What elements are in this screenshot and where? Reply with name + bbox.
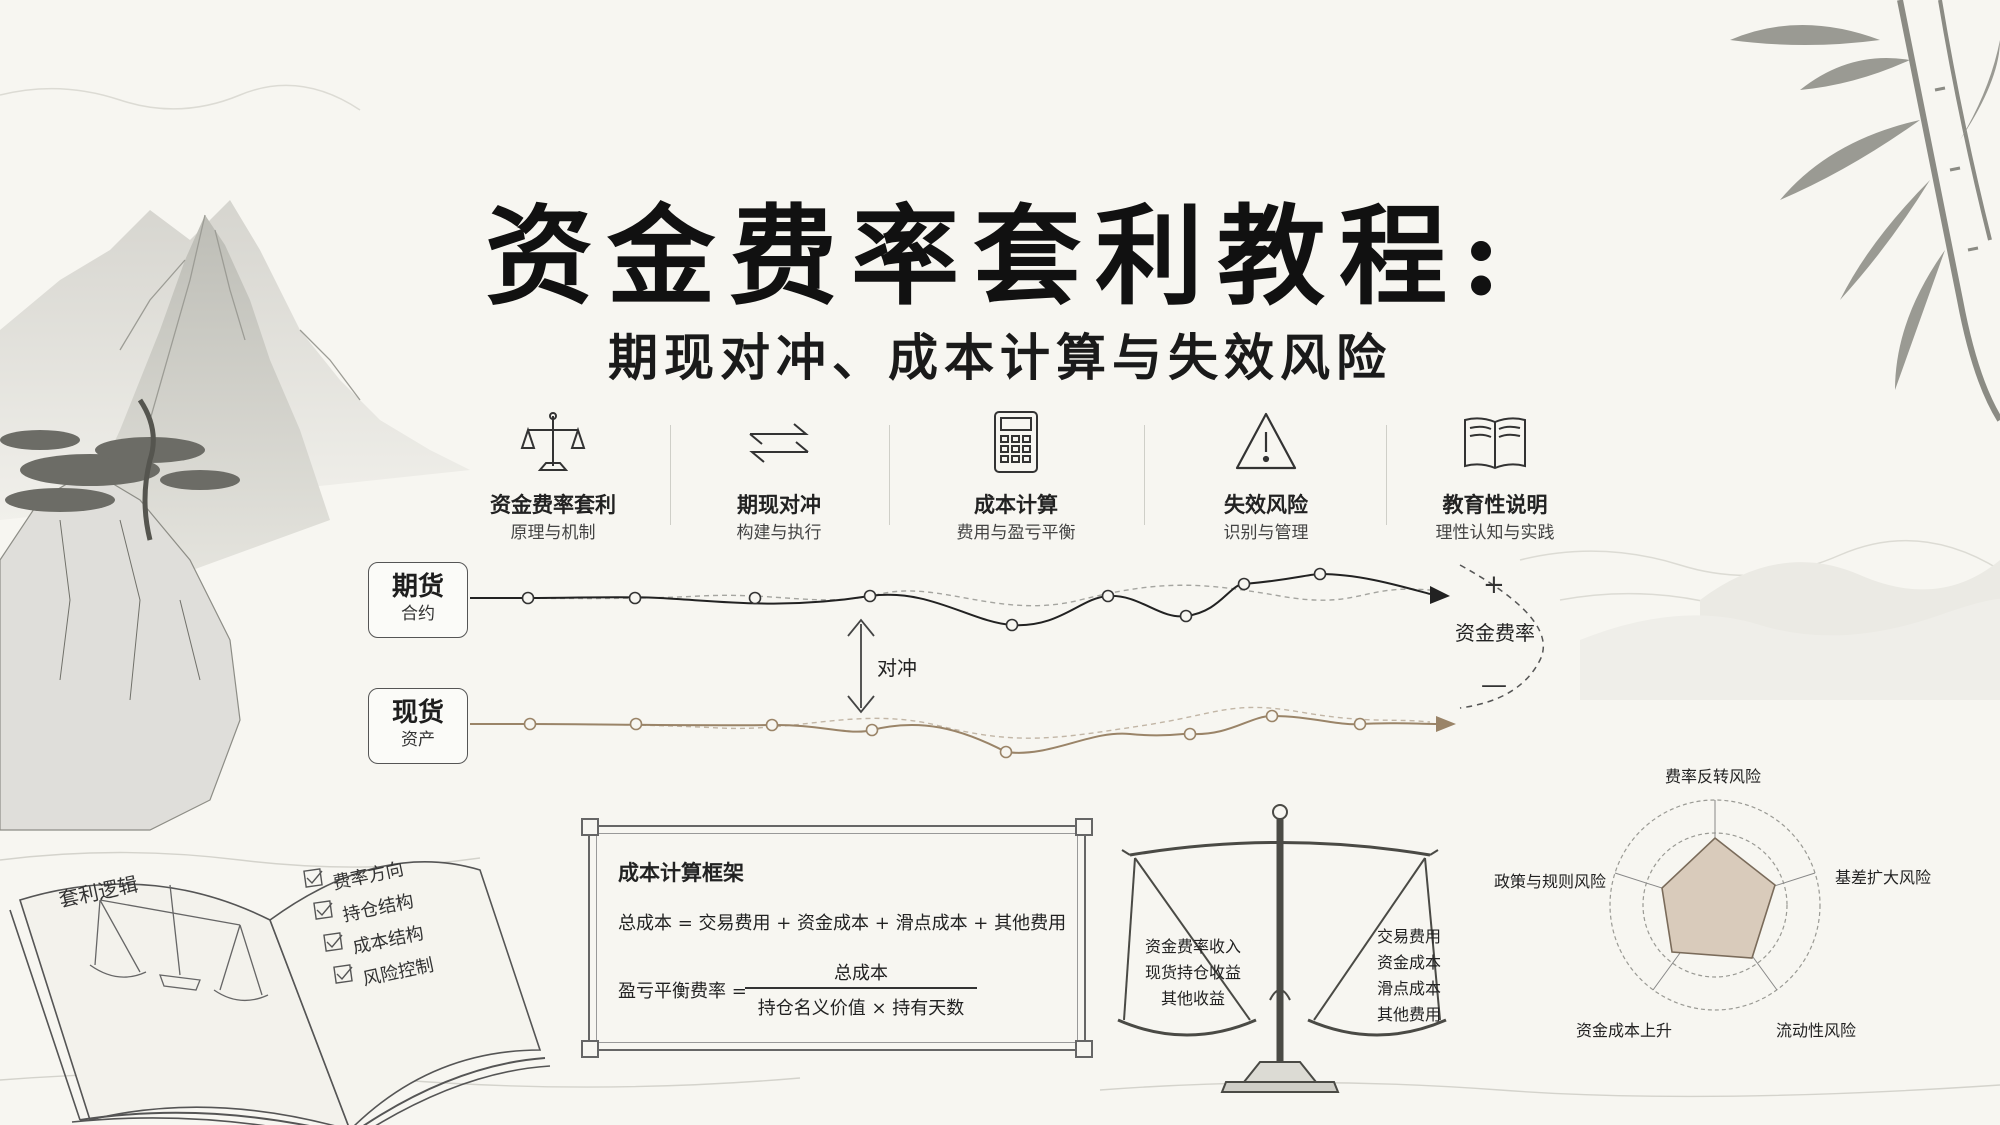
topic-name: 资金费率套利 bbox=[490, 492, 616, 517]
right-item: 交易费用 bbox=[1376, 927, 1441, 946]
left-item: 其他收益 bbox=[1160, 989, 1225, 1008]
balance-left-pan: 资金费率收入 现货持仓收益 其他收益 bbox=[1118, 934, 1268, 1012]
rate-minus-sign: — bbox=[1481, 670, 1507, 700]
futures-sub: 合约 bbox=[401, 604, 435, 624]
futures-contract-box: 期货 合约 bbox=[368, 562, 468, 638]
topic-name: 失效风险 bbox=[1224, 492, 1308, 517]
topic-failure-risk: 失效风险 识别与管理 bbox=[1151, 408, 1381, 546]
topic-name: 成本计算 bbox=[974, 492, 1058, 517]
balance-right-pan: 交易费用 资金成本 滑点成本 其他费用 bbox=[1354, 924, 1464, 1028]
right-item: 资金成本 bbox=[1376, 953, 1441, 972]
breakeven-denominator: 持仓名义价值 × 持有天数 bbox=[757, 998, 965, 1019]
funding-rate-label: 资金费率 bbox=[1455, 621, 1535, 645]
topic-cost: 成本计算 费用与盈亏平衡 bbox=[901, 408, 1131, 546]
topic-name: 期现对冲 bbox=[737, 492, 821, 517]
topic-divider bbox=[1144, 425, 1145, 525]
radar-label-policy: 政策与规则风险 bbox=[1494, 872, 1607, 891]
topic-sub: 原理与机制 bbox=[510, 523, 596, 543]
topic-hedge: 期现对冲 构建与执行 bbox=[664, 408, 894, 546]
risk-radar-chart bbox=[1609, 799, 1821, 1011]
right-item: 滑点成本 bbox=[1376, 979, 1441, 998]
balance-scale-illustration bbox=[1117, 804, 1447, 1093]
topic-education: 教育性说明 理性认知与实践 bbox=[1380, 408, 1610, 546]
topic-divider bbox=[1386, 425, 1387, 525]
topic-divider bbox=[889, 425, 890, 525]
page-subtitle: 期现对冲、成本计算与失效风险 bbox=[608, 328, 1392, 387]
exchange-arrows-icon bbox=[749, 423, 809, 463]
topic-sub: 构建与执行 bbox=[736, 523, 822, 543]
futures-points bbox=[521, 567, 1327, 632]
right-item: 其他费用 bbox=[1376, 1005, 1441, 1024]
cost-framework-title: 成本计算框架 bbox=[618, 860, 744, 885]
topic-sub: 理性认知与实践 bbox=[1435, 523, 1555, 543]
open-book-illustration bbox=[9, 861, 551, 1125]
spot-asset-box: 现货 资产 bbox=[368, 688, 468, 764]
left-item: 资金费率收入 bbox=[1144, 937, 1241, 956]
radar-label-capital-cost: 资金成本上升 bbox=[1576, 1021, 1673, 1040]
futures-name: 期货 bbox=[391, 572, 444, 602]
left-item: 现货持仓收益 bbox=[1144, 963, 1241, 982]
topic-divider bbox=[670, 425, 671, 525]
spot-sub: 资产 bbox=[401, 730, 435, 750]
hedge-double-arrow bbox=[847, 618, 875, 714]
breakeven-label: 盈亏平衡费率 = bbox=[618, 981, 747, 1002]
radar-label-basis-widening: 基差扩大风险 bbox=[1835, 868, 1932, 887]
breakeven-numerator: 总成本 bbox=[834, 963, 888, 984]
radar-label-liquidity: 流动性风险 bbox=[1776, 1021, 1857, 1040]
total-cost-formula: 总成本 = 交易费用 + 资金成本 + 滑点成本 + 其他费用 bbox=[618, 913, 1067, 934]
topic-funding-arbitrage: 资金费率套利 原理与机制 bbox=[438, 408, 668, 546]
balance-scale-icon bbox=[520, 412, 586, 471]
topic-name: 教育性说明 bbox=[1442, 492, 1548, 517]
hedge-label: 对冲 bbox=[877, 656, 917, 680]
radar-label-rate-reversal: 费率反转风险 bbox=[1665, 767, 1762, 786]
rate-plus-sign: + bbox=[1483, 570, 1505, 600]
topic-sub: 费用与盈亏平衡 bbox=[956, 523, 1076, 543]
calculator-icon bbox=[994, 411, 1038, 473]
spot-name: 现货 bbox=[391, 698, 444, 728]
warning-triangle-icon bbox=[1235, 412, 1297, 470]
open-book-icon bbox=[1464, 417, 1526, 470]
fraction-bar bbox=[745, 987, 977, 989]
spot-points bbox=[523, 709, 1367, 759]
topic-sub: 识别与管理 bbox=[1223, 523, 1309, 543]
page-title: 资金费率套利教程: bbox=[485, 194, 1515, 320]
cost-framework-panel: 成本计算框架 总成本 = 交易费用 + 资金成本 + 滑点成本 + 其他费用 盈… bbox=[581, 818, 1093, 1058]
